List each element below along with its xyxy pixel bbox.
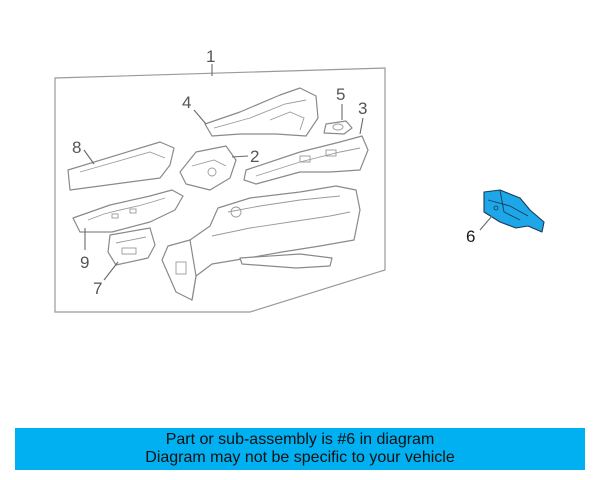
callout-9: 9 bbox=[80, 253, 89, 272]
leader-3 bbox=[359, 117, 364, 135]
part-5-plate bbox=[323, 120, 353, 135]
banner-line-1: Part or sub-assembly is #6 in diagram bbox=[165, 431, 435, 448]
part-9-rail bbox=[72, 189, 184, 233]
part-3-rail bbox=[243, 135, 369, 185]
part-6-highlighted bbox=[483, 189, 545, 233]
callout-6: 6 bbox=[466, 227, 475, 246]
part-7-bracket bbox=[107, 227, 156, 266]
callout-4: 4 bbox=[182, 93, 191, 112]
banner-line-2: Diagram may not be specific to your vehi… bbox=[145, 449, 455, 466]
leader-7 bbox=[103, 261, 119, 281]
callout-3: 3 bbox=[358, 99, 367, 118]
callout-7: 7 bbox=[93, 279, 102, 298]
parts-diagram: 1 8 9 7 2 4 5 bbox=[54, 47, 545, 313]
leader-8 bbox=[83, 149, 95, 165]
callout-8: 8 bbox=[72, 138, 81, 157]
part-4-apron bbox=[204, 87, 319, 137]
callout-2: 2 bbox=[250, 147, 259, 166]
leader-4 bbox=[193, 109, 207, 125]
info-banner: Part or sub-assembly is #6 in diagram Di… bbox=[15, 428, 585, 470]
part-8-panel bbox=[67, 141, 175, 191]
leader-2 bbox=[231, 155, 249, 158]
leader-6 bbox=[479, 215, 493, 231]
callout-1: 1 bbox=[206, 47, 215, 66]
part-2-mount bbox=[179, 145, 237, 191]
callout-5: 5 bbox=[336, 85, 345, 104]
part-1-structure bbox=[161, 185, 361, 301]
assembly-outline bbox=[54, 67, 386, 313]
